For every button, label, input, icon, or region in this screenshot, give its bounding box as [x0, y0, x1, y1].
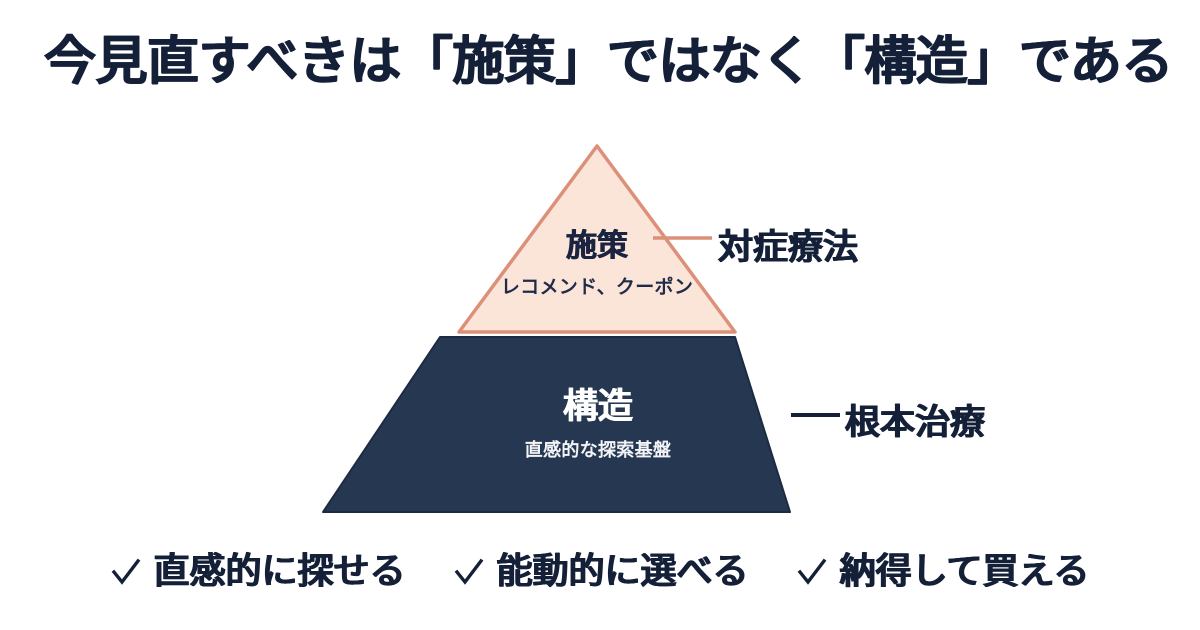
page-title: 今見直すべきは「施策」ではなく「構造」である	[44, 33, 1173, 91]
checklist-item-2: 能動的に選べる	[454, 551, 749, 591]
checklist-item-3: 納得して買える	[797, 550, 1090, 591]
benefits-checklist: 直感的に探せる 能動的に選べる 納得して買える	[0, 538, 1200, 604]
checklist-item-label: 直感的に探せる	[153, 550, 406, 591]
base-tier-trapezoid	[322, 336, 791, 513]
check-icon	[111, 552, 141, 590]
checklist-item-1: 直感的に探せる	[111, 551, 406, 591]
pyramid-shapes	[322, 144, 840, 513]
pyramid-diagram: 施策 レコメンド、クーポン 構造 直感的な探索基盤 対症療法 根本治療	[0, 120, 1200, 530]
top-tier-callout-label: 対症療法	[718, 228, 859, 267]
check-icon	[797, 552, 827, 590]
base-tier-callout-label: 根本治療	[845, 403, 986, 442]
checklist-item-label: 納得して買える	[839, 550, 1090, 591]
check-icon	[454, 552, 484, 590]
checklist-item-label: 能動的に選べる	[496, 550, 749, 591]
